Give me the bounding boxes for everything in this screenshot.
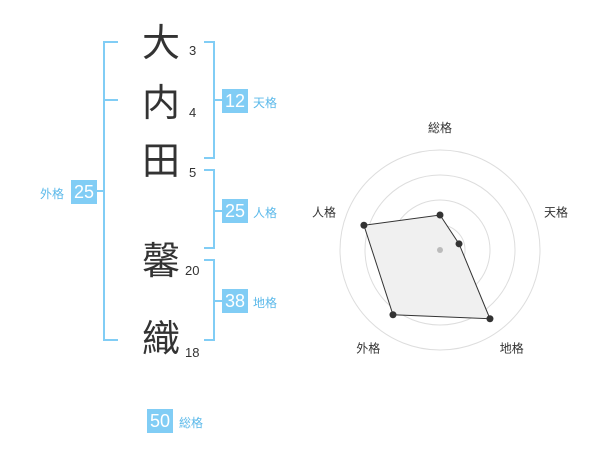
radar-point-1	[455, 240, 463, 248]
radar-axis-label-0: 総格	[428, 120, 452, 135]
stroke-count-2: 4	[189, 105, 197, 120]
radar-point-4	[360, 221, 368, 229]
radar-axis-label-4: 人格	[312, 204, 336, 219]
chikaku-score: 38	[222, 289, 248, 313]
stroke-count-1: 3	[189, 43, 197, 58]
soukaku-score: 50	[147, 409, 173, 433]
gaikaku-score: 25	[71, 180, 97, 204]
jinkaku-label: 人格	[253, 206, 278, 220]
chikaku-label: 地格	[253, 296, 278, 310]
gaikaku-bracket	[103, 41, 118, 341]
name-char-2: 内	[141, 81, 180, 125]
chikaku-bracket	[204, 259, 215, 341]
jinkaku-score: 25	[222, 199, 248, 223]
radar-point-0	[436, 211, 444, 219]
gaikaku-label: 外格	[40, 187, 65, 201]
radar-center-dot	[437, 247, 443, 253]
tenkaku-score: 12	[222, 89, 248, 113]
name-char-1: 大	[141, 21, 180, 65]
stroke-count-5: 18	[185, 345, 200, 360]
stroke-count-4: 20	[185, 263, 200, 278]
soukaku-label: 総格	[179, 416, 204, 430]
name-char-3: 田	[141, 139, 180, 183]
tenkaku-label: 天格	[253, 96, 278, 110]
radar-ring-3	[364, 174, 516, 326]
radar-point-2	[486, 315, 494, 323]
radar-axis-label-3: 外格	[356, 341, 380, 356]
radar-ring-4	[339, 149, 541, 351]
stroke-count-3: 5	[189, 165, 197, 180]
name-brackets	[96, 41, 222, 341]
name-char-5: 織	[141, 317, 180, 361]
tenkaku-bracket	[204, 41, 215, 159]
radar-axis-label-1: 天格	[544, 204, 568, 219]
jinkaku-bracket	[204, 169, 215, 249]
radar-polygon	[363, 214, 491, 320]
radar-axis-label-2: 地格	[500, 341, 524, 356]
name-char-4: 馨	[141, 239, 180, 283]
radar-point-3	[389, 311, 397, 319]
